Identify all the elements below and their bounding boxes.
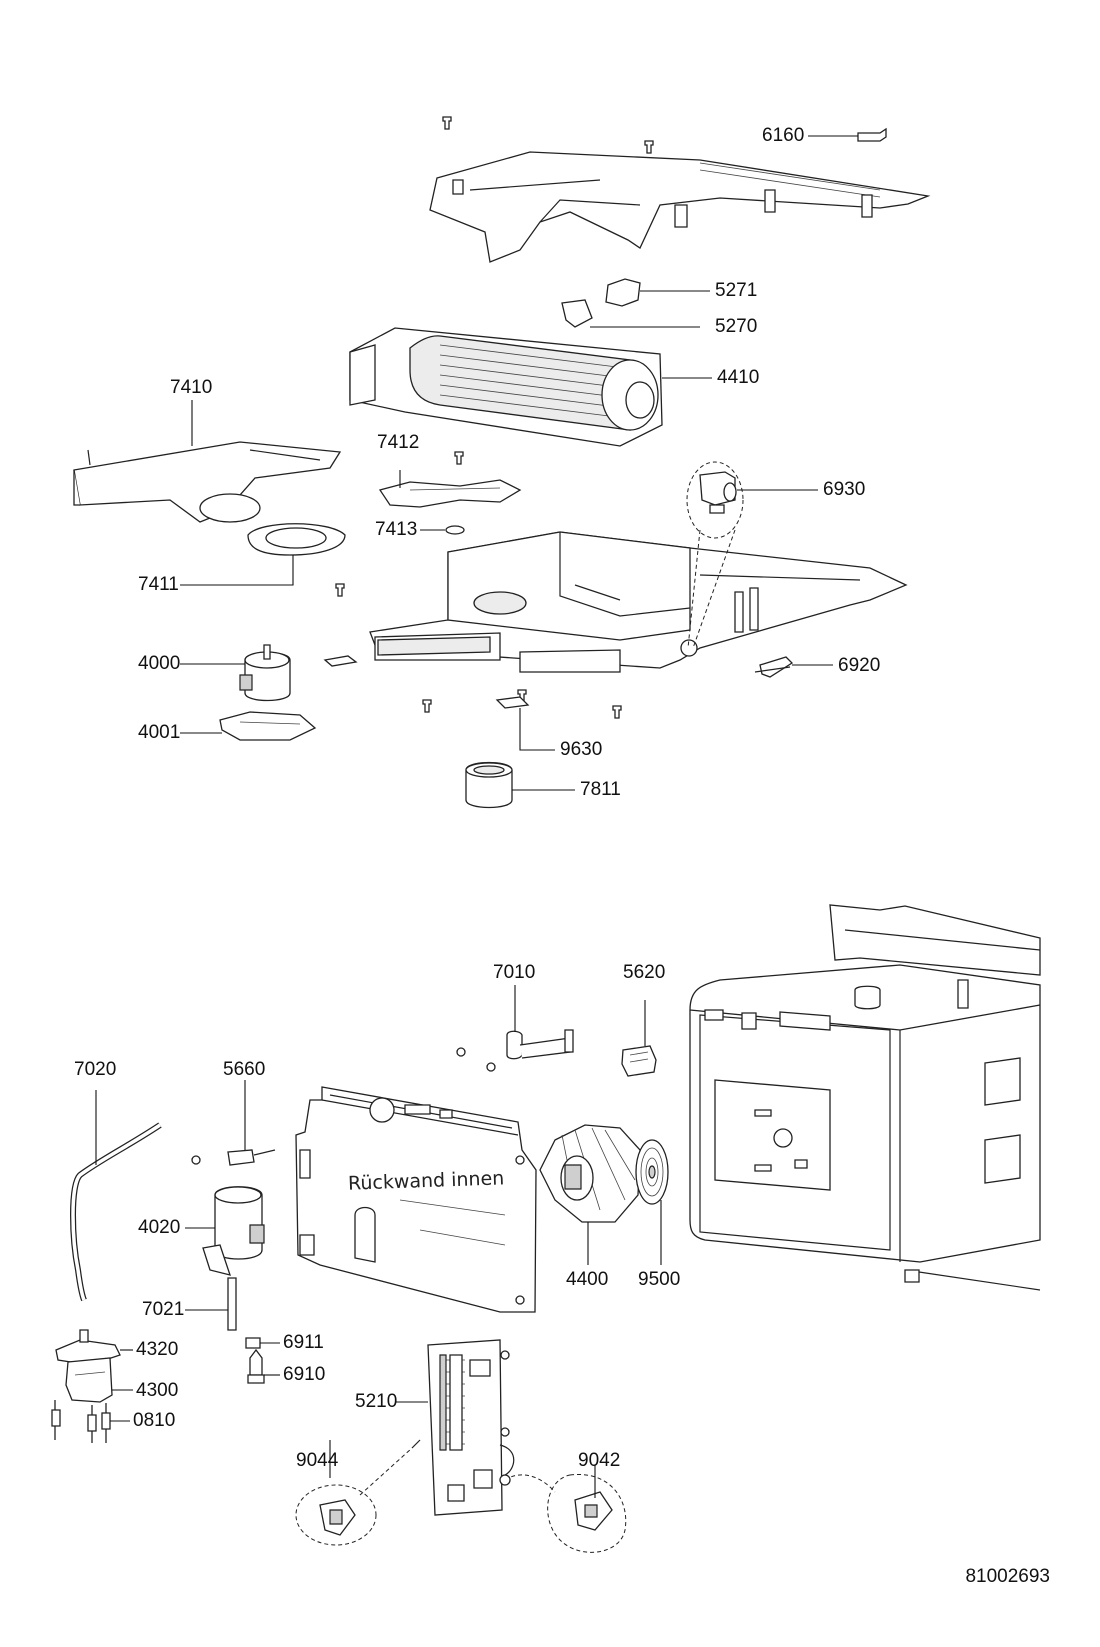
part-7021-tube <box>185 1277 237 1331</box>
part-7413-washer <box>420 525 465 535</box>
part-7412-bracket <box>378 470 522 508</box>
label-6910: 6910 <box>283 1364 326 1385</box>
label-9042: 9042 <box>578 1450 621 1471</box>
top-cover-plate <box>429 151 931 263</box>
oven-cabinet <box>689 904 1041 1291</box>
part-5210-control-board <box>396 1339 515 1516</box>
label-6930: 6930 <box>823 479 866 500</box>
part-7410-air-duct <box>73 400 342 523</box>
label-7412: 7412 <box>377 432 420 453</box>
label-9044: 9044 <box>296 1450 339 1471</box>
label-4000: 4000 <box>138 653 181 674</box>
label-5271: 5271 <box>715 280 758 301</box>
label-7410: 7410 <box>170 377 213 398</box>
label-7811: 7811 <box>580 779 621 800</box>
part-9044-sensor-detail <box>295 1439 421 1546</box>
nut-7010-a <box>456 1047 466 1057</box>
part-9500-fan-wheel <box>635 1139 669 1265</box>
part-6930-sensor-detail <box>686 461 818 649</box>
part-7020-hose <box>70 1090 162 1302</box>
nut-7010-b <box>486 1062 496 1072</box>
label-7010: 7010 <box>493 962 536 983</box>
label-4400: 4400 <box>566 1269 609 1290</box>
screw-7412 <box>454 451 464 465</box>
label-6920: 6920 <box>838 655 881 676</box>
label-5620: 5620 <box>623 962 666 983</box>
label-7021: 7021 <box>142 1299 185 1320</box>
part-5660-heating-element <box>227 1080 276 1166</box>
part-9042-sensor-detail <box>499 1465 627 1553</box>
part-4300-pump-body <box>65 1357 133 1403</box>
part-4410-crossflow-fan <box>349 327 712 447</box>
nut-5660 <box>191 1155 201 1165</box>
part-9630-clip <box>495 696 555 751</box>
part-6910-sensor <box>247 1348 280 1384</box>
label-9630: 9630 <box>560 739 603 760</box>
part-6920-connector <box>754 656 833 678</box>
label-0810: 0810 <box>133 1410 176 1431</box>
label-5660: 5660 <box>223 1059 266 1080</box>
part-7411-seal-ring <box>180 523 346 586</box>
small-clip-tray <box>323 655 358 667</box>
part-4001-motor-base <box>180 711 317 741</box>
label-7020: 7020 <box>74 1059 117 1080</box>
part-4000-motor <box>180 644 291 702</box>
label-5270: 5270 <box>715 316 758 337</box>
base-tray-housing <box>369 531 908 673</box>
label-4320: 4320 <box>136 1339 179 1360</box>
label-6160: 6160 <box>762 125 805 146</box>
label-5210: 5210 <box>355 1391 398 1412</box>
label-7413: 7413 <box>375 519 418 540</box>
rear-wall-plate <box>295 1086 537 1313</box>
part-6160-sensor <box>808 127 887 142</box>
part-5620-switch <box>621 1000 657 1077</box>
part-7010-bracket <box>506 985 574 1060</box>
part-5271-clip <box>605 278 710 307</box>
label-9500: 9500 <box>638 1269 681 1290</box>
screw-tray-2 <box>422 699 432 713</box>
screw-top-2 <box>644 140 654 154</box>
label-7411: 7411 <box>138 574 179 595</box>
part-5270-clip <box>561 299 700 328</box>
label-4020: 4020 <box>138 1217 181 1238</box>
label-6911: 6911 <box>283 1332 324 1353</box>
label-4410: 4410 <box>717 367 760 388</box>
part-4400-fan-motor <box>539 1124 641 1265</box>
screw-top-1 <box>442 116 452 130</box>
label-4001: 4001 <box>138 722 181 743</box>
document-number: 81002693 <box>965 1566 1050 1587</box>
screw-tray-3 <box>612 705 622 719</box>
part-0810-connectors <box>51 1400 130 1443</box>
label-4300: 4300 <box>136 1380 179 1401</box>
screw-tray-1 <box>335 583 345 597</box>
part-6911-nut <box>245 1337 280 1349</box>
part-4020-pump <box>185 1186 265 1276</box>
part-7811-bushing <box>465 761 575 809</box>
